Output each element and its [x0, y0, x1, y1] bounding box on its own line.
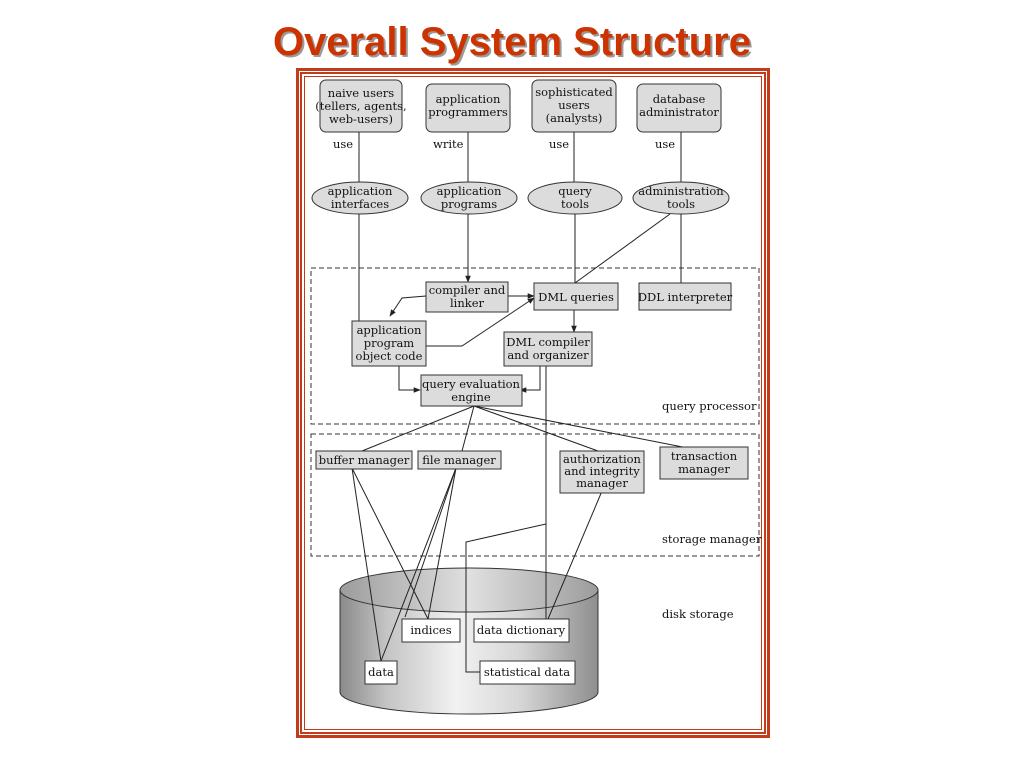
- storage-manager-label: storage manager: [662, 532, 762, 546]
- svg-text:data: data: [368, 665, 394, 679]
- ddl-interpreter-box: DDL interpreter: [638, 282, 733, 311]
- file-manager-box: file manager: [417, 450, 502, 470]
- svg-text:file manager: file manager: [422, 453, 496, 467]
- connector-lines: [351, 132, 704, 673]
- svg-text:indices: indices: [410, 623, 451, 637]
- query-processor-label: query processor: [662, 399, 757, 413]
- indices-box: indices: [401, 618, 461, 643]
- label-use-naive: use: [333, 137, 353, 151]
- svg-text:buffer manager: buffer manager: [319, 453, 410, 467]
- data-dictionary-box: data dictionary: [473, 618, 570, 643]
- dml-queries-box: DML queries: [533, 282, 619, 311]
- svg-text:statistical data: statistical data: [484, 665, 570, 679]
- query-processor-region: [310, 267, 760, 425]
- frame-outer-border: [296, 68, 770, 738]
- label-use-dba: use: [655, 137, 675, 151]
- svg-text:data dictionary: data dictionary: [477, 623, 566, 637]
- label-use-sophisticated: use: [549, 137, 569, 151]
- storage-manager-region: [310, 433, 760, 557]
- frame-middle-border: [300, 72, 766, 734]
- label-write: write: [433, 137, 464, 151]
- data-box: data: [364, 660, 398, 685]
- naive-users-box: naive users(tellers, agents,web-users): [315, 79, 407, 133]
- svg-text:naive users(tellers, agents,we: naive users(tellers, agents,web-users): [315, 86, 406, 126]
- svg-text:DML queries: DML queries: [538, 290, 614, 304]
- disk-storage-label: disk storage: [662, 607, 734, 621]
- svg-text:DDL interpreter: DDL interpreter: [638, 290, 733, 304]
- slide-title: Overall System Structure: [273, 20, 751, 64]
- buffer-manager-box: buffer manager: [315, 450, 413, 470]
- statistical-data-box: statistical data: [479, 660, 576, 685]
